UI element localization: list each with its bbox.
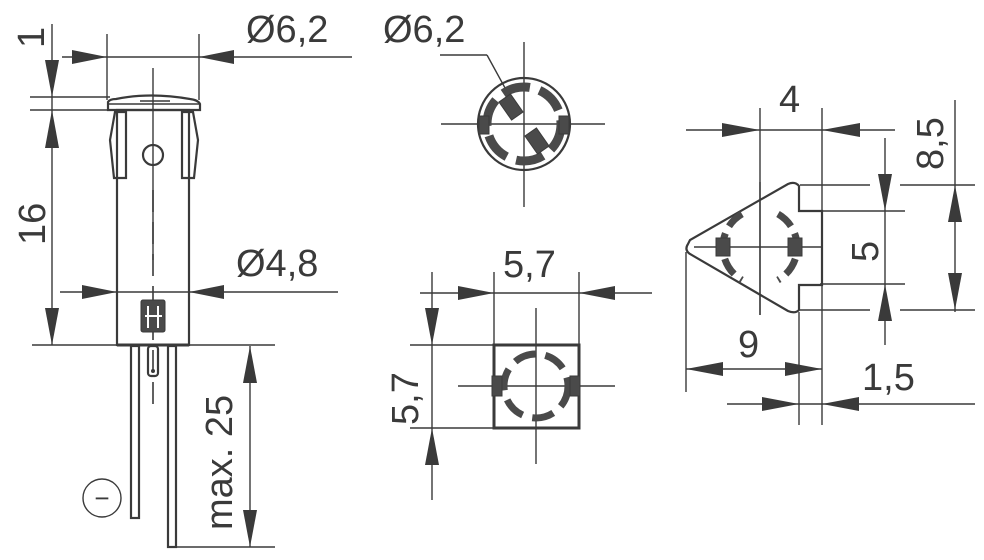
arrow-icon [45, 110, 59, 148]
arrow-icon [243, 346, 257, 383]
arrow-icon [948, 273, 962, 310]
arrow-icon [579, 286, 615, 300]
triangle-offset-width-label: 4 [779, 79, 800, 121]
arrow-icon [878, 284, 892, 321]
bezel-diameter-label: Ø6,2 [246, 9, 328, 51]
arrow-icon [243, 510, 257, 547]
arrow-icon [425, 308, 439, 345]
arrow-icon [878, 174, 892, 211]
arrow-icon [722, 123, 760, 137]
triangle-housing-outline [685, 181, 824, 314]
body-length-label: 16 [12, 203, 54, 245]
arrow-icon [82, 285, 117, 299]
arrow-icon [199, 50, 234, 64]
triangle-notch-depth-label: 1,5 [862, 357, 915, 399]
arrow-icon [45, 308, 59, 345]
triangle-total-height-label: 8,5 [910, 117, 952, 170]
round-diameter-label: Ø6,2 [383, 9, 465, 51]
body-diameter-dimension: Ø4,8 [60, 243, 338, 299]
arrow-icon [72, 50, 107, 64]
square-contacts [500, 350, 572, 422]
arrow-icon [458, 286, 494, 300]
triangle-contact-left [715, 237, 731, 257]
bezel-lens [106, 94, 202, 112]
lead-length-label: max. 25 [199, 395, 241, 530]
anode-lead [166, 344, 178, 549]
triangle-top-view: 4 8,5 5 9 [685, 79, 975, 425]
cathode-lead [129, 344, 141, 520]
inner-lead [146, 344, 160, 378]
body-diameter-label: Ø4,8 [236, 243, 318, 285]
left-clip [108, 110, 128, 180]
square-top-view: 5,7 5,7 [385, 244, 652, 500]
lead-length-dimension: max. 25 [176, 346, 275, 548]
arrow-icon [425, 428, 439, 465]
square-height-label: 5,7 [385, 372, 427, 425]
minus-icon: − [94, 483, 109, 513]
arrow-icon [45, 60, 59, 97]
triangle-notch-height-label: 5 [845, 241, 887, 262]
bezel-height-label: 1 [11, 27, 53, 48]
round-housing-outline [476, 76, 572, 172]
bezel-diameter-dimension: Ø6,2 [62, 9, 352, 100]
side-view: Ø6,2 1 16 [11, 9, 352, 549]
arrow-icon [189, 285, 224, 299]
arrow-icon [822, 123, 860, 137]
triangle-contact-right [787, 237, 803, 257]
polarity-mark: − [82, 478, 122, 518]
round-top-view: Ø6,2 [383, 9, 605, 207]
arrow-icon [762, 397, 799, 411]
square-width-label: 5,7 [503, 244, 556, 286]
bezel-height-dimension: 1 [11, 24, 110, 345]
arrow-icon [822, 397, 859, 411]
arrow-icon [785, 362, 822, 376]
triangle-total-width-label: 9 [738, 324, 759, 366]
arrow-icon [686, 362, 723, 376]
arrow-icon [948, 185, 962, 222]
